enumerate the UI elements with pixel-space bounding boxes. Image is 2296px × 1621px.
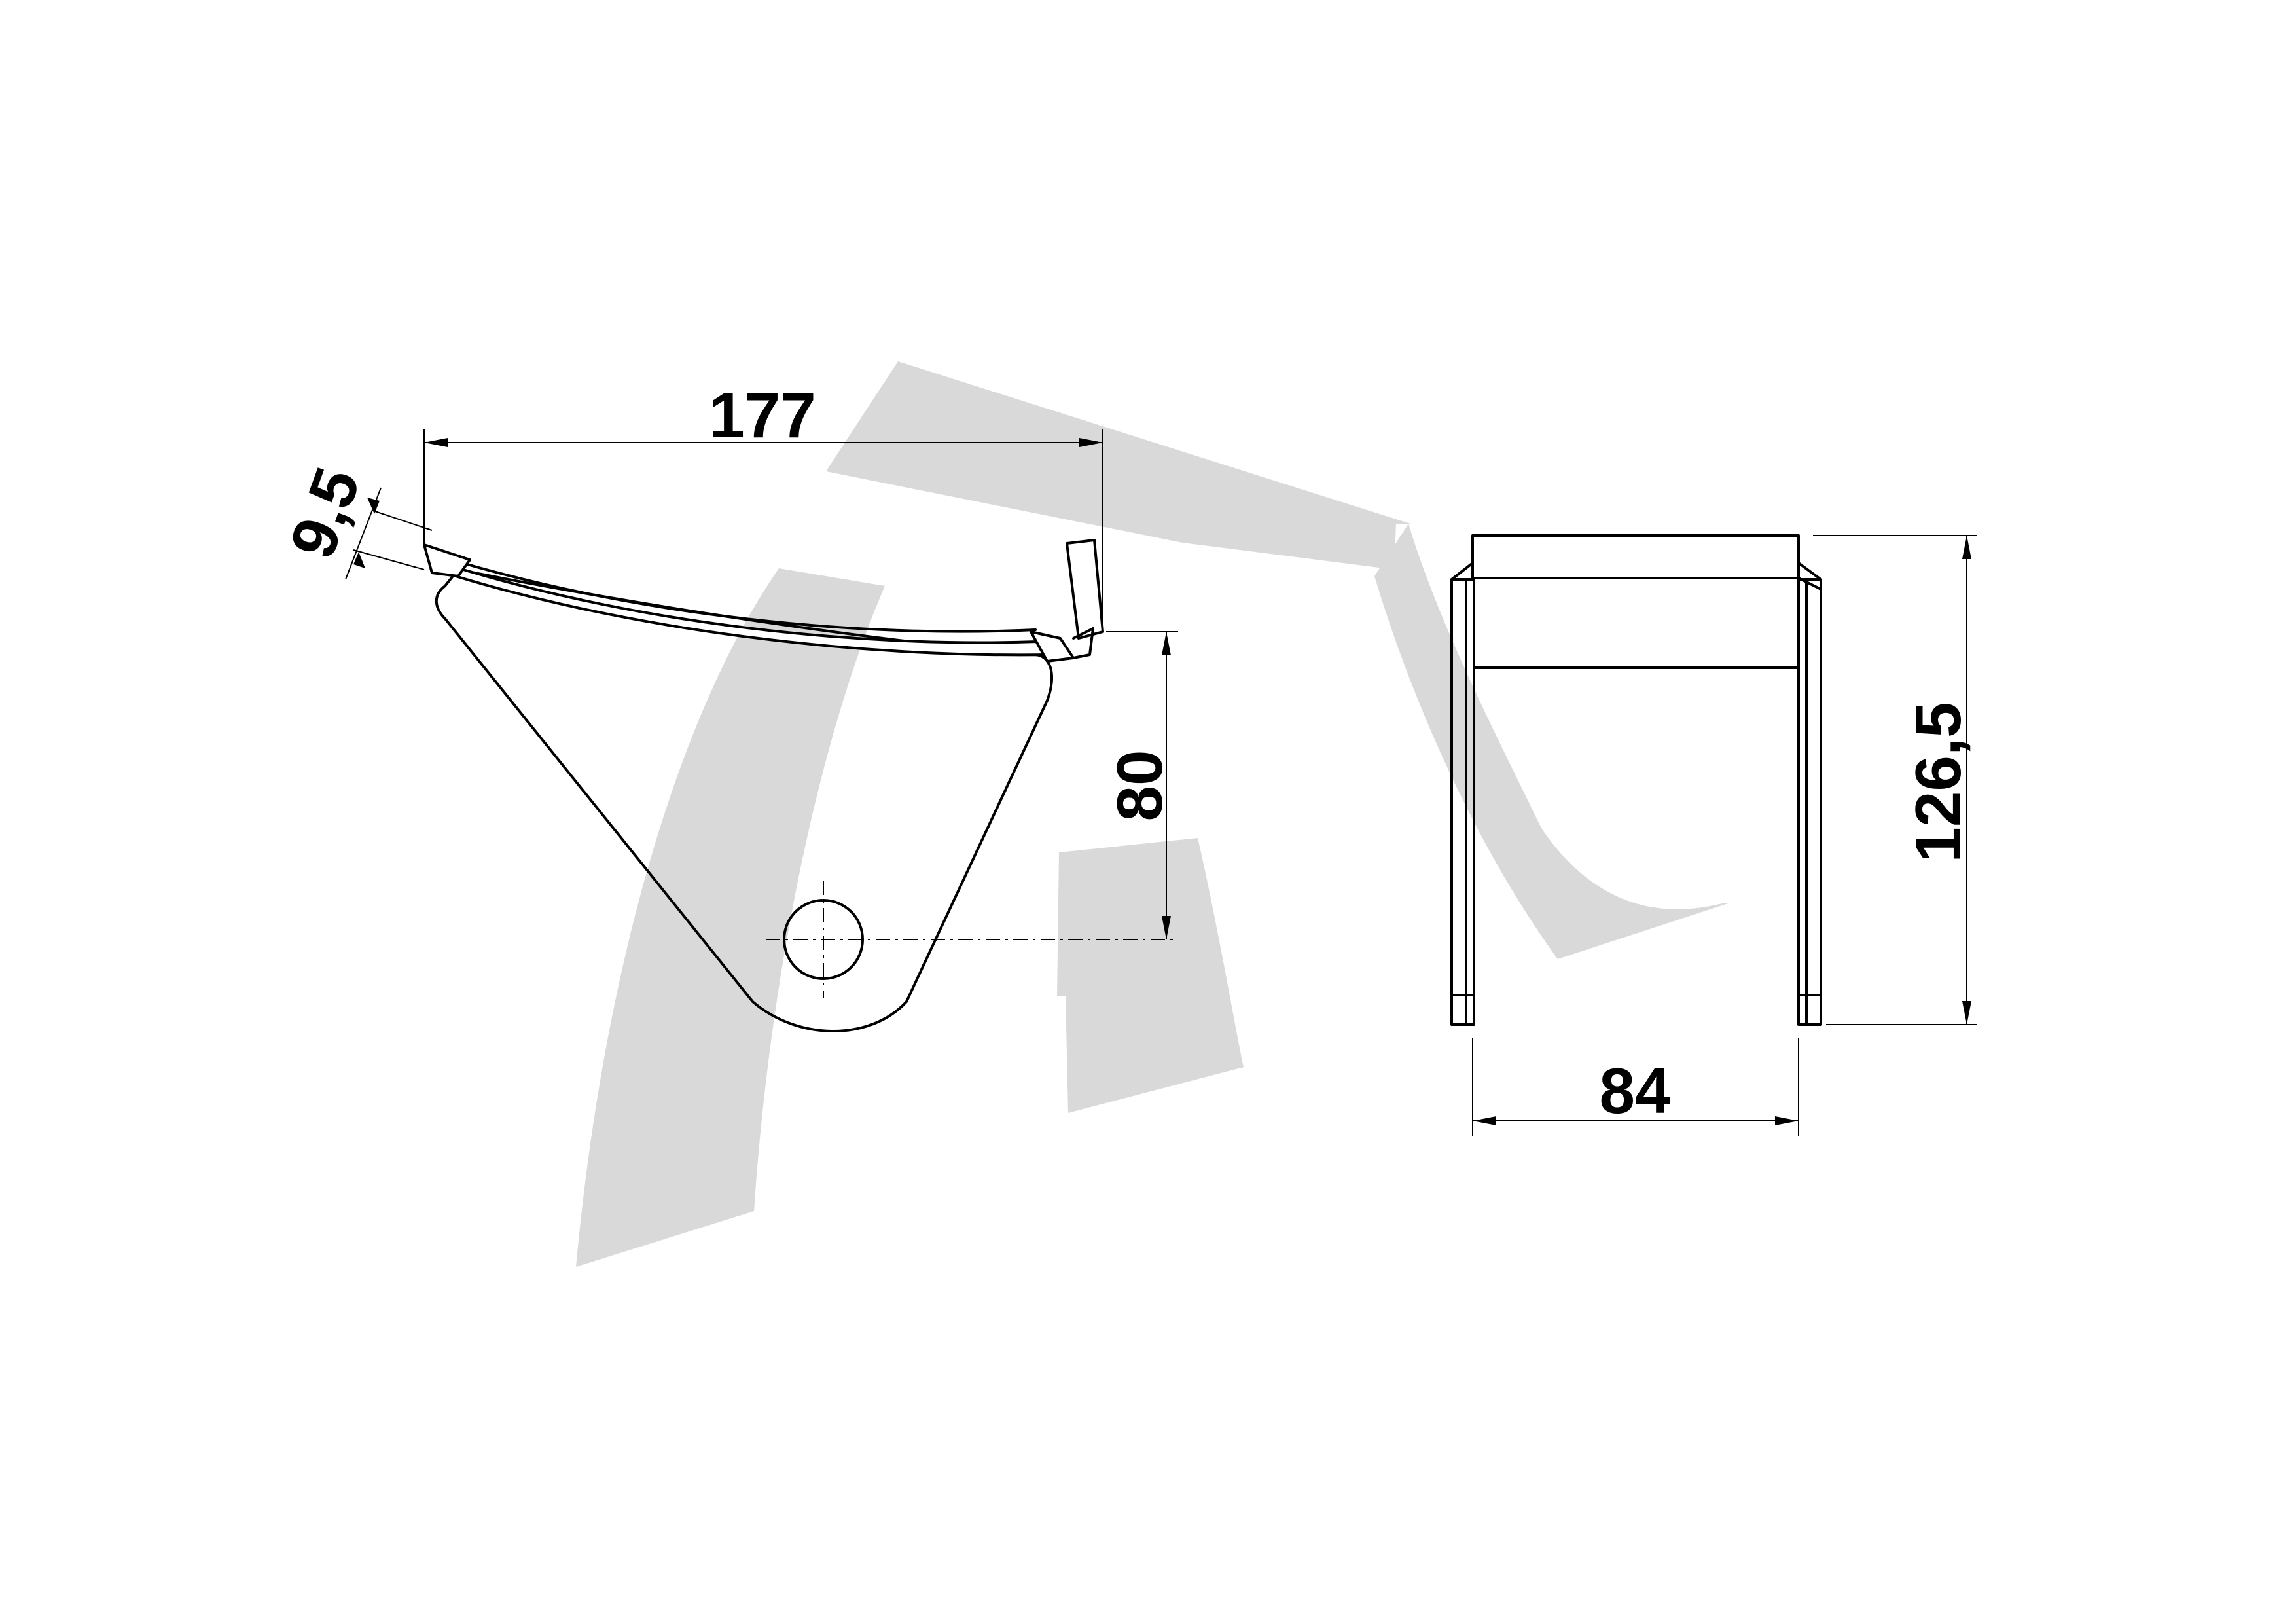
top-plate	[1471, 534, 1800, 579]
front-view	[1450, 534, 1822, 1026]
right-leg-mid-line	[1797, 577, 1822, 591]
arm-tip-joint	[1072, 627, 1094, 659]
dim-126-5-label: 126,5	[1902, 702, 1974, 862]
dim-80-label: 80	[1103, 750, 1175, 821]
dimension-80: 80	[1103, 631, 1178, 939]
left-leg	[1450, 578, 1475, 1026]
watermark-logo	[576, 361, 1728, 1267]
dimension-126-5: 126,5	[1813, 535, 1977, 1025]
dim-9-5-ext-bottom	[353, 549, 425, 570]
dimension-84: 84	[1472, 1038, 1799, 1136]
dim-177-label: 177	[709, 379, 816, 451]
watermark-middle-stroke	[1057, 838, 1244, 1113]
side-view	[423, 539, 1178, 1032]
dim-9-5-arrow-top	[367, 498, 380, 514]
dim-177-arrow-right	[1079, 438, 1103, 447]
dim-84-label: 84	[1599, 1055, 1670, 1127]
dimension-177: 177	[423, 379, 1103, 632]
dim-84-arrow-left	[1473, 1116, 1496, 1125]
dim-177-arrow-left	[424, 438, 448, 447]
watermark-left-stroke	[576, 568, 885, 1267]
watermark-top-bar	[826, 361, 1410, 570]
dim-9-5-ext-top	[372, 510, 433, 531]
right-shoulder	[1797, 562, 1822, 581]
dim-80-arrow-bottom	[1162, 916, 1171, 939]
dim-9-5-arrow-bottom	[353, 552, 365, 568]
arm-tip-block	[1066, 539, 1104, 640]
dim-80-arrow-top	[1162, 632, 1171, 655]
dim-126-5-arrow-bottom	[1962, 1001, 1971, 1025]
dim-84-arrow-right	[1775, 1116, 1799, 1125]
right-leg	[1797, 578, 1822, 1026]
left-shoulder	[1450, 562, 1474, 581]
dimension-9-5: 9,5	[276, 459, 433, 580]
watermark-right-stroke	[1374, 524, 1728, 959]
arm-left-end-cap	[423, 543, 471, 577]
dim-126-5-arrow-top	[1962, 536, 1971, 559]
curved-arm-inner	[457, 560, 1037, 633]
